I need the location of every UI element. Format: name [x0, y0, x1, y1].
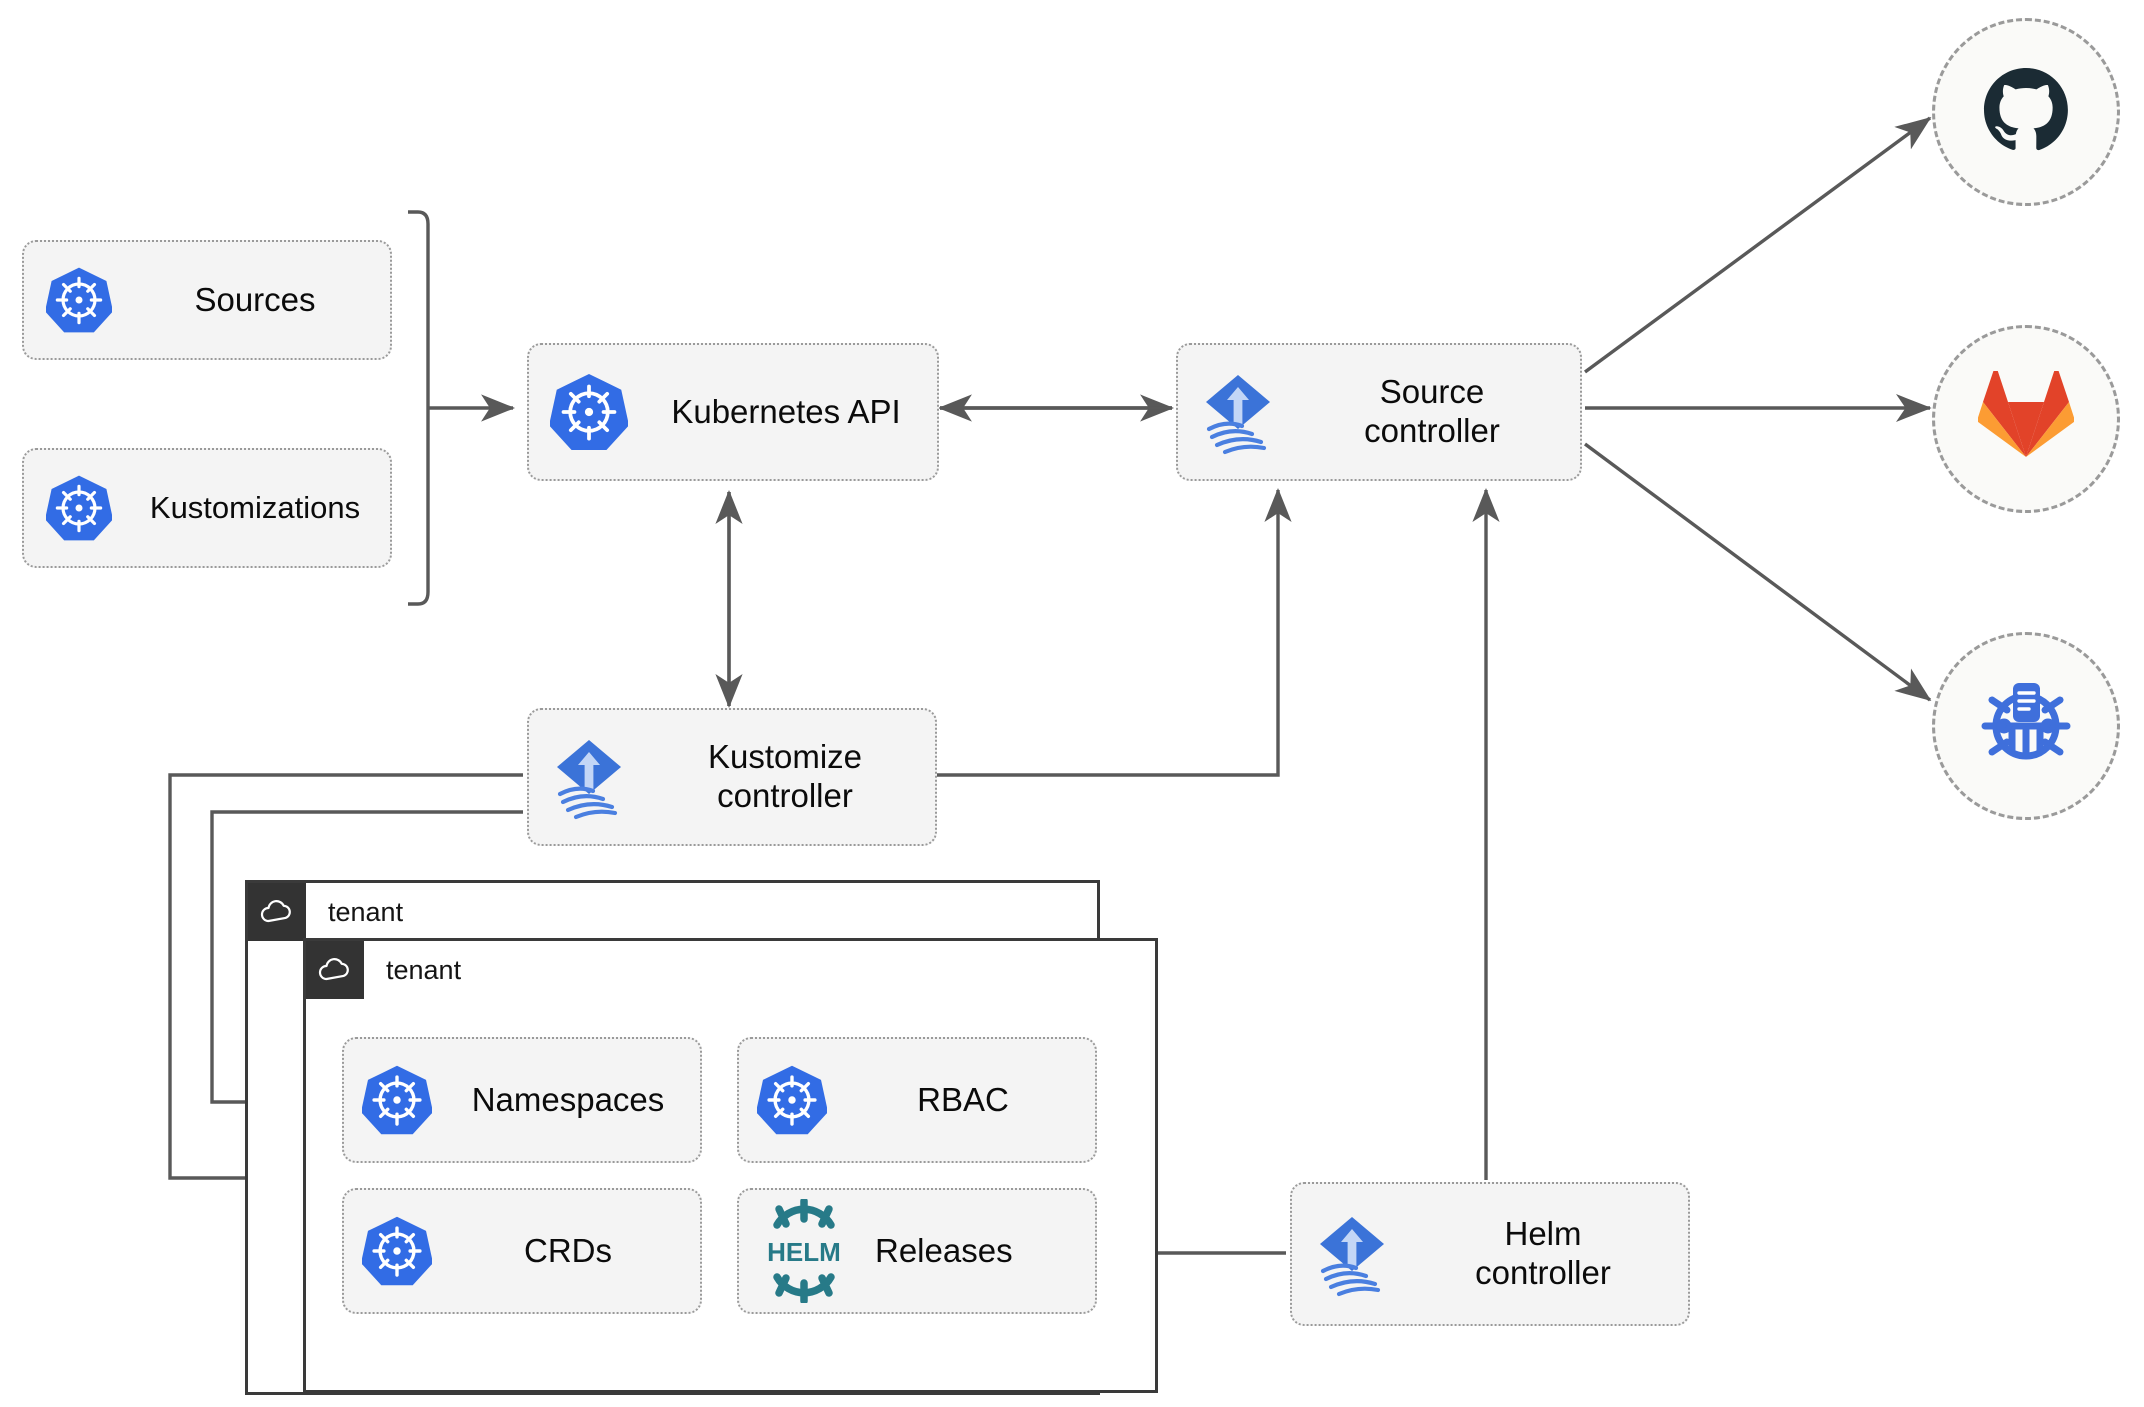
node-rbac[interactable]: RBAC — [737, 1037, 1097, 1163]
tenant-label: tenant — [386, 954, 462, 985]
kubernetes-icon — [24, 474, 134, 542]
tenant-label: tenant — [328, 896, 404, 927]
node-crds[interactable]: CRDs — [342, 1188, 702, 1314]
crd-bracket — [408, 210, 430, 606]
repo-gitlab[interactable] — [1932, 325, 2120, 513]
node-label: Releases — [875, 1231, 1013, 1269]
node-sources[interactable]: Sources — [22, 240, 392, 360]
flux-icon — [1292, 1211, 1412, 1297]
flux-icon — [1178, 369, 1298, 455]
tenant-header: tenant — [306, 941, 461, 999]
kubernetes-icon — [344, 1215, 450, 1287]
kubernetes-icon — [344, 1064, 450, 1136]
node-label: Sources — [194, 280, 316, 318]
node-source-controller[interactable]: Source controller — [1176, 343, 1582, 481]
flux-icon — [529, 734, 649, 820]
node-label: Kustomizations — [149, 489, 361, 525]
node-label: Kustomize controller — [707, 738, 863, 814]
helm-wordmark: HELM — [767, 1237, 841, 1267]
node-label: RBAC — [917, 1080, 1009, 1118]
node-kubernetes-api[interactable]: Kubernetes API — [527, 343, 939, 481]
wire-source-to-github — [1583, 116, 1932, 374]
node-kustomizations[interactable]: Kustomizations — [22, 448, 392, 568]
cloud-icon — [306, 941, 364, 999]
node-label: Source controller — [1364, 373, 1500, 449]
kubernetes-icon — [24, 266, 134, 334]
node-releases[interactable]: HELM Releases — [737, 1188, 1097, 1314]
node-label: Namespaces — [471, 1080, 665, 1118]
node-label: Helm controller — [1475, 1215, 1611, 1291]
gitlab-icon — [1977, 367, 2075, 468]
repo-github[interactable] — [1932, 18, 2120, 206]
tenant-frame-inner[interactable]: tenant — [303, 938, 1158, 1393]
tenant-header: tenant — [248, 883, 403, 941]
repo-helm-chart-repository[interactable] — [1932, 632, 2120, 820]
kubernetes-icon — [529, 372, 649, 452]
cloud-icon — [248, 883, 306, 941]
helm-chart-repository-icon — [1976, 674, 2076, 779]
node-namespaces[interactable]: Namespaces — [342, 1037, 702, 1163]
node-label: Kubernetes API — [671, 392, 901, 430]
wire-kustomize-to-source — [937, 487, 1292, 777]
node-kustomize-controller[interactable]: Kustomize controller — [527, 708, 937, 846]
node-helm-controller[interactable]: Helm controller — [1290, 1182, 1690, 1326]
helm-icon: HELM — [739, 1199, 869, 1303]
github-icon — [1978, 62, 2074, 163]
kubernetes-icon — [739, 1064, 845, 1136]
wire-source-to-helm-repo — [1583, 442, 1932, 702]
node-label: CRDs — [524, 1231, 612, 1269]
